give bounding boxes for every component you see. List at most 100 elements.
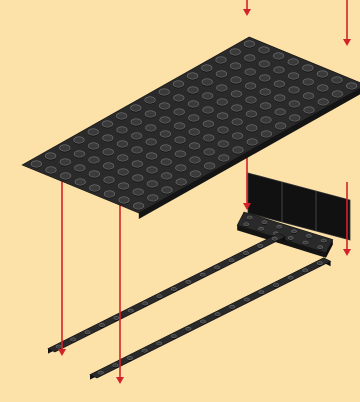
stud <box>218 141 228 149</box>
stud <box>200 320 205 324</box>
stud <box>187 73 197 81</box>
stud <box>318 246 323 250</box>
stud <box>133 203 143 211</box>
stud <box>190 171 200 179</box>
stud <box>133 189 143 197</box>
stud <box>203 107 213 115</box>
stud <box>147 167 157 175</box>
stud <box>71 338 76 342</box>
stud <box>174 95 184 103</box>
stud <box>317 262 322 266</box>
stud <box>171 335 176 339</box>
stud <box>174 123 184 131</box>
stud <box>146 153 156 161</box>
stud <box>217 113 227 121</box>
stud <box>157 295 162 299</box>
stud <box>161 145 171 153</box>
stud <box>273 283 278 287</box>
stud <box>246 111 256 119</box>
stud <box>186 280 191 284</box>
stud <box>161 159 171 167</box>
stud <box>204 135 214 143</box>
stud <box>56 345 61 349</box>
stud <box>98 371 103 375</box>
stud <box>89 171 99 179</box>
stud <box>303 241 308 245</box>
stud <box>174 109 184 117</box>
stud <box>148 195 158 203</box>
stud <box>175 137 185 145</box>
stud <box>128 309 133 313</box>
stud <box>216 71 226 79</box>
stud <box>127 356 132 360</box>
stud <box>259 227 264 231</box>
stud <box>176 165 186 173</box>
stud <box>233 147 243 155</box>
stud <box>99 324 104 328</box>
stud <box>244 298 249 302</box>
stud <box>288 59 298 67</box>
stud <box>260 75 270 83</box>
stud <box>202 79 212 87</box>
stud <box>230 63 240 71</box>
stud <box>232 119 242 127</box>
stud <box>219 155 229 163</box>
stud <box>303 269 308 273</box>
stud <box>132 161 142 169</box>
stud <box>258 244 263 248</box>
stud <box>104 177 114 185</box>
stud <box>89 157 99 165</box>
stud <box>146 125 156 133</box>
stud <box>317 71 327 79</box>
stud <box>245 69 255 77</box>
stud <box>304 107 314 115</box>
stud <box>217 85 227 93</box>
stud <box>231 77 241 85</box>
stud <box>262 221 267 225</box>
stud <box>90 185 100 193</box>
stud <box>272 237 277 241</box>
stud <box>157 342 162 346</box>
stud <box>245 83 255 91</box>
stud <box>143 302 148 306</box>
stud <box>321 239 326 243</box>
stud <box>218 127 228 135</box>
stud <box>203 121 213 129</box>
stud <box>186 327 191 331</box>
stud <box>346 83 356 91</box>
stud <box>277 225 282 229</box>
stud <box>247 139 257 147</box>
stud <box>188 87 198 95</box>
stud <box>303 65 313 73</box>
stud <box>102 121 112 129</box>
stud <box>215 266 220 270</box>
stud <box>74 151 84 159</box>
stud <box>118 183 128 191</box>
stud <box>288 276 293 280</box>
stud <box>173 81 183 89</box>
stud <box>259 47 269 55</box>
stud <box>245 55 255 63</box>
stud <box>103 135 113 143</box>
stud <box>289 87 299 95</box>
stud <box>60 173 70 181</box>
stud <box>88 143 98 151</box>
stud <box>131 119 141 127</box>
stud <box>46 167 56 175</box>
stud <box>292 230 297 234</box>
stud <box>318 99 328 107</box>
stud <box>145 111 155 119</box>
stud <box>162 187 172 195</box>
stud <box>202 93 212 101</box>
stud <box>260 89 270 97</box>
stud <box>260 103 270 111</box>
stud <box>244 223 249 227</box>
stud <box>189 129 199 137</box>
stud <box>88 129 98 137</box>
stud <box>176 179 186 187</box>
stud <box>261 117 271 125</box>
stud <box>103 163 113 171</box>
stud <box>217 99 227 107</box>
stud <box>259 291 264 295</box>
stud <box>104 191 114 199</box>
